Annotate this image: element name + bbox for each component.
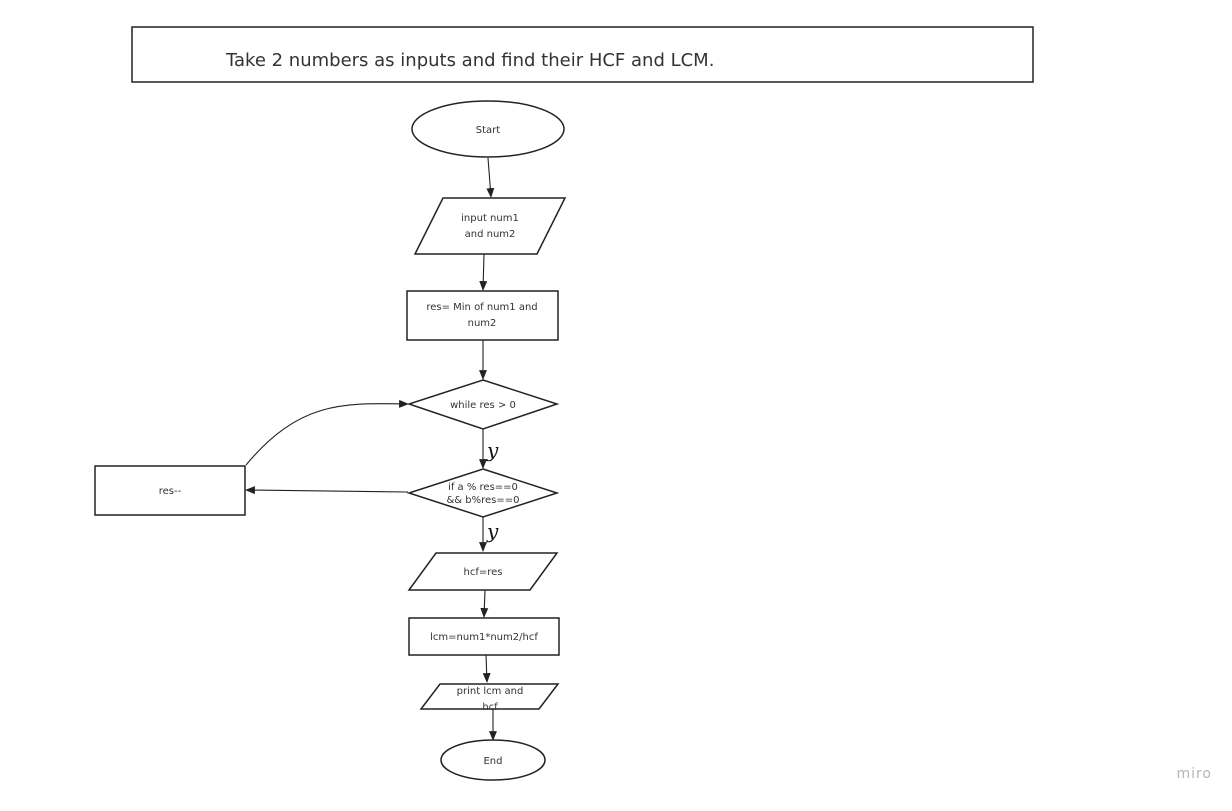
edge-hcf-to-lcm[interactable] <box>480 589 489 618</box>
edge-input-to-init[interactable] <box>479 253 488 291</box>
node-label: while res > 0 <box>450 400 516 411</box>
node-label: input num1 <box>461 213 519 224</box>
node-label: if a % res==0 <box>448 482 518 493</box>
title-text: Take 2 numbers as inputs and find their … <box>225 50 714 71</box>
edge-decrement-to-loop[interactable] <box>245 399 409 466</box>
node-label: hcf <box>482 702 498 713</box>
node-label: && b%res==0 <box>447 495 520 506</box>
node-label: and num2 <box>465 229 516 240</box>
edge-lcm-to-output[interactable] <box>482 654 491 683</box>
node-input[interactable]: input num1 and num2 <box>413 197 567 255</box>
node-label: hcf=res <box>464 567 503 578</box>
node-output[interactable]: print lcm and hcf <box>419 683 560 713</box>
node-decrement[interactable]: res-- <box>94 465 246 516</box>
miro-logo: miro <box>1176 766 1212 782</box>
node-end[interactable]: End <box>440 739 546 781</box>
edge-label-yes: y <box>486 438 499 462</box>
node-label: print lcm and <box>457 686 524 697</box>
node-label: res= Min of num1 and <box>426 302 537 313</box>
node-label: Start <box>476 125 501 136</box>
node-assign-hcf[interactable]: hcf=res <box>407 552 559 591</box>
node-label: res-- <box>159 486 182 497</box>
edge-label-yes: y <box>486 519 499 543</box>
node-compute-lcm[interactable]: lcm=num1*num2/hcf <box>408 617 560 656</box>
edge-start-to-input[interactable] <box>486 157 495 198</box>
node-start[interactable]: Start <box>411 100 565 158</box>
node-check[interactable]: if a % res==0 && b%res==0 <box>406 468 560 518</box>
edge-check-to-decrement[interactable] <box>245 486 409 495</box>
node-label: lcm=num1*num2/hcf <box>430 632 538 643</box>
node-init[interactable]: res= Min of num1 and num2 <box>406 290 559 341</box>
node-label: num2 <box>468 318 497 329</box>
node-loop[interactable]: while res > 0 <box>406 379 560 430</box>
node-label: End <box>483 756 502 767</box>
title-frame[interactable]: Take 2 numbers as inputs and find their … <box>131 26 1034 83</box>
edges <box>245 157 497 741</box>
